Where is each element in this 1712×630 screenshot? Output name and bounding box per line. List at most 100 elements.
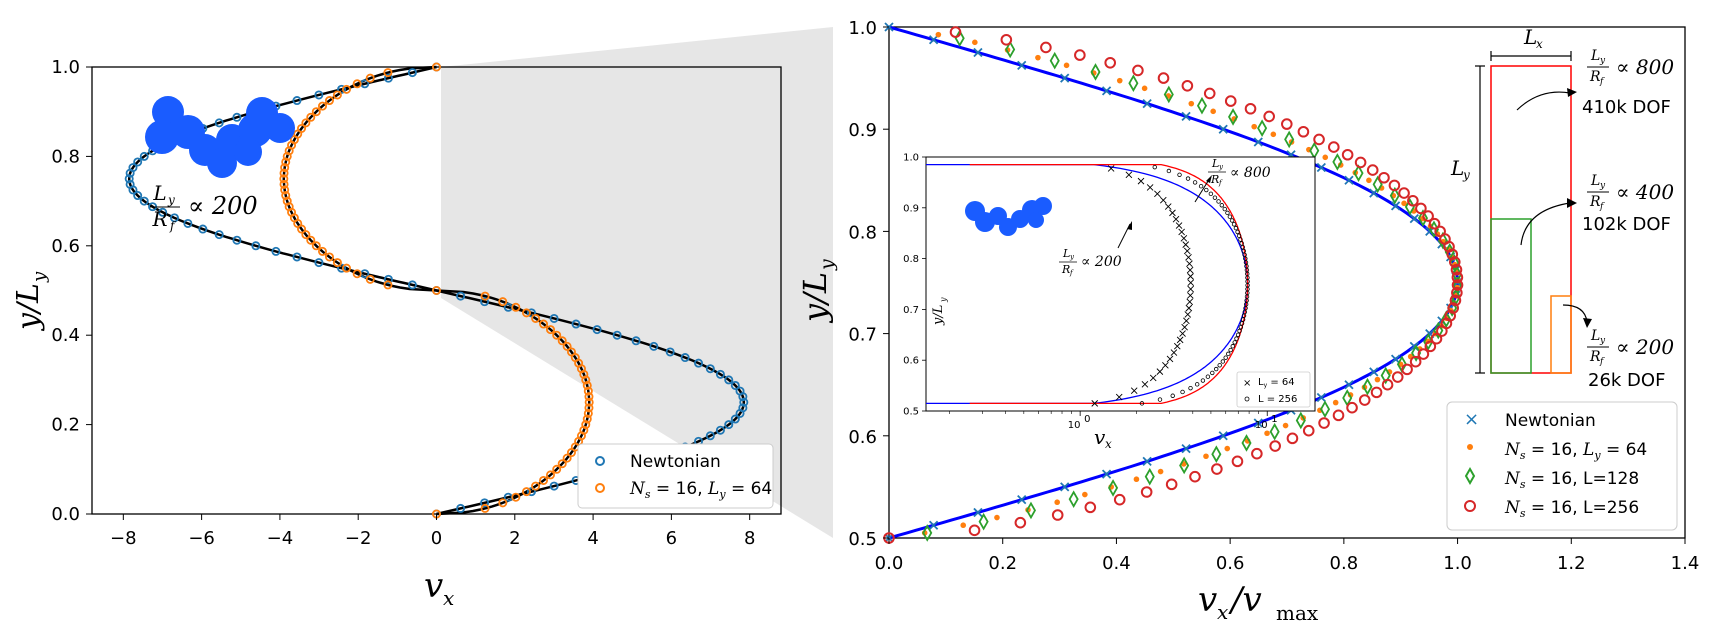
inset-point-ly64 (1187, 273, 1194, 280)
right-point-l256 (1251, 447, 1263, 460)
left-point-newtonian (139, 151, 149, 161)
particle-cluster-image (145, 96, 295, 178)
right-point-l256 (1132, 64, 1144, 77)
right-point-l256 (1040, 41, 1052, 54)
right-point-newtonian (1369, 367, 1379, 377)
left-point-ns16 (581, 375, 591, 385)
right-xtick-label: 1.0 (1443, 553, 1472, 574)
left-ytick-label: 0.8 (51, 146, 80, 167)
left-point-ns16 (511, 492, 521, 502)
inset-point-ly64 (1182, 241, 1190, 248)
right-point-newtonian (1218, 431, 1228, 441)
right-ytick-label: 0.5 (848, 529, 877, 550)
inset-point-ly64 (1091, 400, 1099, 407)
domain-size-sketch: L x L y L y R f ∝ 800 410k DOF (1450, 25, 1674, 391)
left-point-newtonian (549, 313, 559, 323)
left-point-ns16 (365, 73, 375, 83)
right-point-ns16 (1157, 468, 1164, 475)
right-point-l128 (1441, 310, 1452, 329)
inset-point-ly64 (1185, 304, 1193, 312)
right-point-l128 (1211, 445, 1222, 464)
right-point-newtonian (1017, 60, 1027, 70)
right-point-newtonian (1344, 380, 1354, 390)
svg-text:v: v (1094, 425, 1106, 449)
inset-point-ly64 (1137, 177, 1145, 185)
inset-point-ly64 (1184, 311, 1192, 318)
left-point-ns16 (531, 481, 541, 491)
left-point-ns16 (583, 386, 593, 396)
inset-point-l256 (1231, 222, 1237, 227)
left-point-newtonian (526, 308, 536, 318)
left-point-ns16 (311, 241, 321, 251)
left-legend: Newtonian Ns = 16, Ly = 64 (577, 443, 774, 509)
left-point-newtonian (407, 68, 417, 78)
right-point-l256 (1451, 271, 1464, 284)
right-point-l256 (1211, 463, 1223, 475)
svg-text:y/L: y/L (931, 305, 946, 326)
right-point-l256 (1074, 49, 1086, 61)
right-point-l256 (1269, 440, 1281, 452)
right-point-newtonian (1101, 469, 1112, 479)
right-point-l128 (1319, 400, 1331, 419)
left-point-ns16 (279, 174, 289, 184)
svg-text:R: R (1589, 349, 1601, 365)
left-point-newtonian (715, 369, 725, 379)
right-legend-newtonian: Newtonian (1505, 411, 1596, 431)
right-point-l256 (1203, 87, 1216, 100)
left-point-ns16 (352, 269, 362, 279)
right-point-l128 (1452, 276, 1463, 295)
left-point-newtonian (739, 397, 749, 407)
right-point-l256 (1332, 409, 1345, 422)
right-point-l256 (1391, 371, 1404, 383)
left-point-ns16 (531, 313, 541, 323)
right-point-l256 (1224, 95, 1237, 107)
right-point-l256 (1014, 516, 1027, 529)
left-xtick-label: 4 (587, 528, 598, 549)
svg-text:f: f (1069, 269, 1074, 277)
left-point-ns16 (480, 503, 490, 513)
svg-text:x: x (1105, 437, 1112, 451)
right-xtick-label: 0.2 (988, 553, 1017, 574)
right-point-l256 (1354, 156, 1367, 169)
inset-point-l256 (1229, 218, 1235, 223)
right-point-ns16 (1210, 108, 1216, 115)
left-ytick-label: 0.2 (51, 415, 80, 436)
left-xtick-label: 0 (431, 528, 442, 549)
right-point-l256 (1140, 486, 1153, 498)
left-point-ns16 (522, 308, 532, 318)
right-point-ns16 (1035, 54, 1041, 61)
svg-text:max: max (1276, 601, 1319, 625)
left-point-newtonian (549, 481, 559, 491)
right-point-newtonian (1218, 124, 1228, 134)
inset-point-ly64 (1159, 196, 1167, 204)
right-point-l128 (1295, 411, 1306, 430)
right-point-l256 (1051, 509, 1064, 521)
svg-text:L: L (1450, 156, 1464, 180)
right-point-l256 (1378, 171, 1390, 184)
inset-point-l256 (1230, 344, 1235, 349)
inset-point-l256 (1238, 324, 1244, 330)
left-point-ns16 (317, 246, 327, 256)
left-point-newtonian (480, 498, 490, 508)
svg-text:f: f (1599, 357, 1605, 367)
inset-point-ly64 (1186, 298, 1194, 306)
svg-text:f: f (1599, 202, 1605, 212)
svg-text:L: L (1590, 173, 1600, 189)
inset-point-ly64 (1180, 234, 1188, 242)
right-point-ns16 (1374, 376, 1381, 383)
inset-point-l256 (1225, 210, 1230, 216)
left-point-newtonian (232, 235, 242, 245)
inset-point-l256 (1226, 351, 1231, 357)
inset-point-ly64 (1183, 317, 1190, 325)
inset-point-l256 (1188, 385, 1193, 391)
left-point-newtonian (383, 274, 393, 284)
svg-text:R: R (1589, 69, 1601, 85)
left-xtick-label: 2 (509, 528, 520, 549)
right-point-newtonian (1390, 201, 1401, 211)
inset-point-l256 (1232, 340, 1237, 345)
inset-xtick-label: 10 (1255, 420, 1268, 431)
left-point-newtonian (214, 230, 224, 240)
left-point-ns16 (546, 325, 556, 335)
